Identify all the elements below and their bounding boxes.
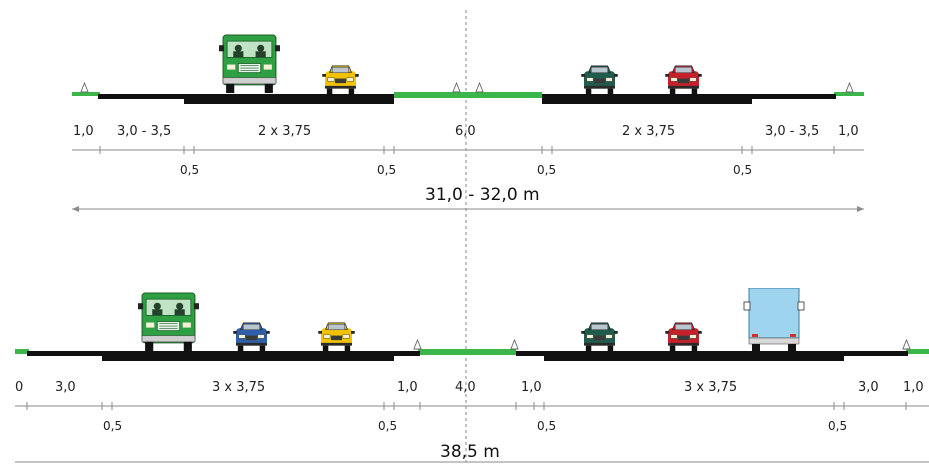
bottom-verge-right bbox=[906, 349, 929, 354]
bottom-curb-marker-median-left-icon bbox=[413, 339, 422, 350]
bottom-dim-label: 0 bbox=[15, 380, 24, 395]
bottom-dim-label: 3,0 bbox=[858, 380, 879, 395]
bottom-dim-sub-label: 0,5 bbox=[103, 419, 123, 433]
top-dim-label: 2 x 3,75 bbox=[258, 124, 312, 139]
bottom-dim-sub-label: 0,5 bbox=[378, 419, 398, 433]
top-curb-marker-median-right-icon bbox=[475, 82, 484, 93]
bottom-dim-label: 1,0 bbox=[397, 380, 418, 395]
top-dim-label: 3,0 - 3,5 bbox=[765, 124, 820, 139]
top-lanes-left bbox=[184, 94, 394, 104]
bottom-dim-label: 4,0 bbox=[455, 380, 476, 395]
light-blue-truck-icon bbox=[743, 288, 805, 352]
bottom-lanes-left bbox=[102, 351, 394, 361]
bottom-dim-label: 3 x 3,75 bbox=[684, 380, 738, 395]
yellow-car-icon bbox=[321, 65, 360, 95]
yellow-car-icon bbox=[317, 322, 356, 352]
top-dim-sub-label: 0,5 bbox=[733, 163, 753, 177]
top-total-width-label: 31,0 - 32,0 m bbox=[425, 185, 540, 205]
bottom-dim-label: 1,0 bbox=[521, 380, 542, 395]
top-curb-marker-median-left-icon bbox=[452, 82, 461, 93]
bottom-lanes-right bbox=[544, 351, 844, 361]
top-dim-sub-label: 0,5 bbox=[377, 163, 397, 177]
top-dim-label: 1,0 bbox=[73, 124, 94, 139]
bottom-total-width-label: 38,5 m bbox=[440, 442, 500, 462]
bottom-dim-label: 3 x 3,75 bbox=[212, 380, 266, 395]
bottom-dim-label: 1,0 bbox=[903, 380, 924, 395]
bottom-dim-sub-label: 0,5 bbox=[537, 419, 557, 433]
teal-car-icon bbox=[580, 322, 619, 352]
top-dim-label: 3,0 - 3,5 bbox=[117, 124, 172, 139]
top-verge-right bbox=[834, 92, 864, 96]
top-lanes-right bbox=[542, 94, 752, 104]
top-cross-section bbox=[72, 34, 864, 212]
top-median bbox=[394, 92, 542, 98]
red-car-icon bbox=[664, 65, 703, 95]
top-dim-label: 2 x 3,75 bbox=[622, 124, 676, 139]
top-dim-label: 6,0 bbox=[455, 124, 476, 139]
top-dim-sub-label: 0,5 bbox=[180, 163, 200, 177]
teal-car-icon bbox=[580, 65, 619, 95]
bottom-curb-marker-right-icon bbox=[902, 339, 911, 350]
top-dim-sub-label: 0,5 bbox=[537, 163, 557, 177]
top-curb-marker-left-icon bbox=[80, 82, 89, 93]
blue-car-icon bbox=[232, 322, 271, 352]
bottom-curb-marker-median-right-icon bbox=[510, 339, 519, 350]
bottom-cross-section bbox=[15, 288, 929, 463]
red-car-icon bbox=[664, 322, 703, 352]
bottom-verge-left bbox=[15, 349, 29, 354]
green-van-icon bbox=[138, 292, 199, 352]
bottom-dim-label: 3,0 bbox=[55, 380, 76, 395]
bottom-dim-sub-label: 0,5 bbox=[828, 419, 848, 433]
top-dim-label: 1,0 bbox=[838, 124, 859, 139]
top-curb-marker-right-icon bbox=[845, 82, 854, 93]
top-verge-left bbox=[72, 92, 100, 96]
bottom-median bbox=[418, 349, 516, 355]
green-van-icon bbox=[219, 34, 280, 94]
